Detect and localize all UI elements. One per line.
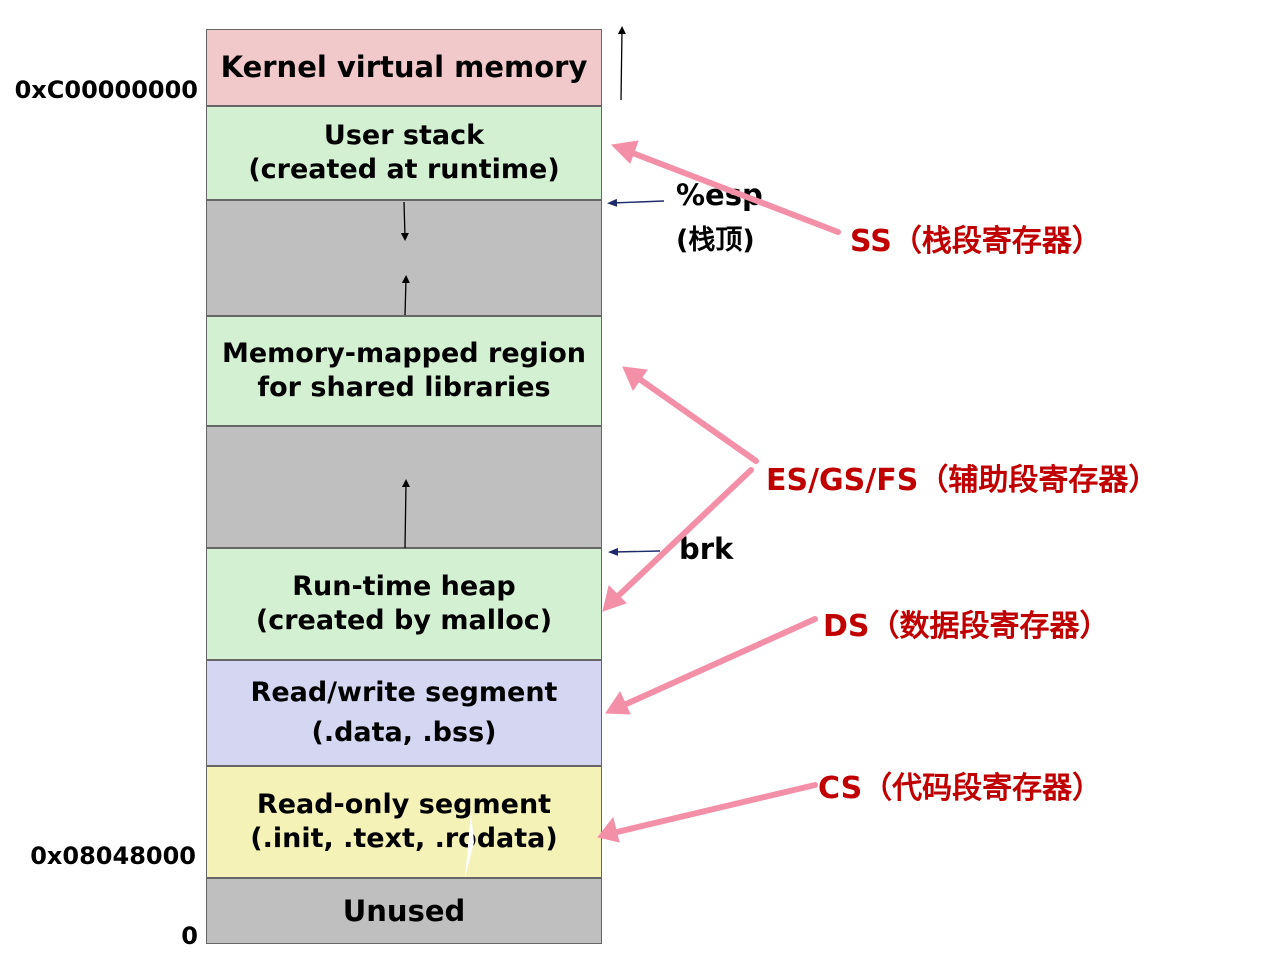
heap-segment: Run-time heap (created by malloc): [206, 548, 602, 660]
ro-title: Read-only segment: [256, 789, 552, 821]
address-text-start: 0x08048000: [30, 842, 196, 870]
ds-register-label: DS（数据段寄存器）: [823, 609, 1110, 644]
brk-pointer-arrow: [608, 547, 661, 556]
heap-note: (created by malloc): [255, 605, 553, 636]
es-gs-fs-register-label: ES/GS/FS（辅助段寄存器）: [766, 463, 1159, 498]
ss-arrowhead: [610, 140, 639, 164]
rw-segment: Read/write segment (.data, .bss): [206, 660, 602, 766]
heap-title: Run-time heap: [292, 571, 516, 603]
kernel-label: Kernel virtual memory: [220, 50, 588, 85]
esp-note: (栈顶): [676, 225, 755, 256]
mmap-title: Memory-mapped region: [221, 338, 586, 370]
kernel-segment: Kernel virtual memory: [206, 29, 602, 106]
address-zero: 0: [181, 922, 198, 950]
mmap-note: for shared libraries: [257, 372, 551, 403]
cs-register-label: CS（代码段寄存器）: [818, 771, 1103, 806]
unused-label: Unused: [342, 893, 466, 928]
cs-arrow: [614, 782, 818, 835]
address-top: 0xC00000000: [14, 76, 198, 104]
unused-segment: Unused: [206, 878, 602, 944]
esp-pointer-arrow: [607, 198, 665, 207]
esp-label: %esp: [676, 178, 763, 212]
ro-note: (.init, .text, .rodata): [250, 823, 558, 854]
es-mmap-arrowhead: [622, 366, 648, 392]
ds-arrowhead: [605, 690, 631, 715]
es-heap-arrowhead: [602, 585, 627, 612]
rw-title: Read/write segment: [250, 676, 558, 708]
brk-label: brk: [679, 532, 734, 566]
heap-gap-segment: [206, 426, 602, 548]
stack-gap-segment: [206, 200, 602, 316]
mmap-segment: Memory-mapped region for shared librarie…: [206, 316, 602, 426]
es-mmap-arrow: [635, 375, 759, 464]
user-stack-segment: User stack (created at runtime): [206, 106, 602, 200]
user-stack-title: User stack: [323, 120, 485, 152]
user-stack-note: (created at runtime): [248, 154, 560, 185]
rw-note: (.data, .bss): [311, 717, 497, 748]
ss-register-label: SS（栈段寄存器）: [850, 224, 1102, 259]
ro-segment: Read-only segment (.init, .text, .rodata…: [206, 766, 602, 878]
kernel-up-arrow: [617, 26, 626, 101]
ds-arrow: [621, 616, 818, 708]
